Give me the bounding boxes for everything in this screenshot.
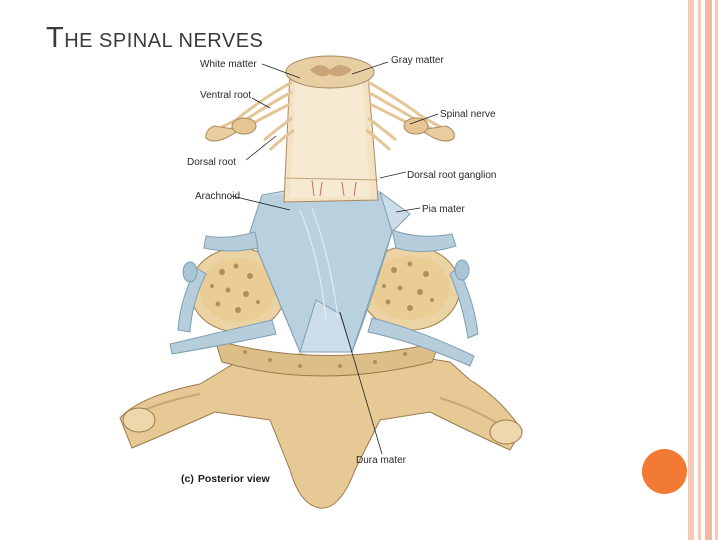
leader-lines (231, 61, 439, 455)
caption-letter: (c) (181, 473, 194, 485)
figure-caption: (c) Posterior view (181, 473, 270, 485)
slide-title-rest: HE SPINAL NERVES (64, 30, 264, 52)
caption-text: Posterior view (198, 473, 271, 485)
vertebra (119, 245, 523, 509)
spinal-cord (283, 55, 379, 203)
spinal-nerve-trunks (205, 117, 455, 142)
label-dorsal-root: Dorsal root (187, 157, 236, 168)
label-dorsal-root-ganglion: Dorsal root ganglion (407, 170, 497, 181)
label-white-matter: White matter (200, 59, 257, 70)
label-gray-matter: Gray matter (391, 55, 444, 66)
slide-title: THE SPINAL NERVES (46, 22, 263, 55)
label-spinal-nerve: Spinal nerve (440, 109, 496, 120)
dura-mater-sheath (169, 189, 479, 367)
slide-title-initial: T (46, 22, 65, 54)
label-arachnoid: Arachnoid (195, 191, 240, 202)
label-pia-mater: Pia mater (422, 204, 465, 215)
slide-border-decoration (688, 0, 718, 540)
label-ventral-root: Ventral root (200, 90, 251, 101)
label-dura-mater: Dura mater (356, 455, 407, 466)
accent-circle (642, 449, 687, 494)
